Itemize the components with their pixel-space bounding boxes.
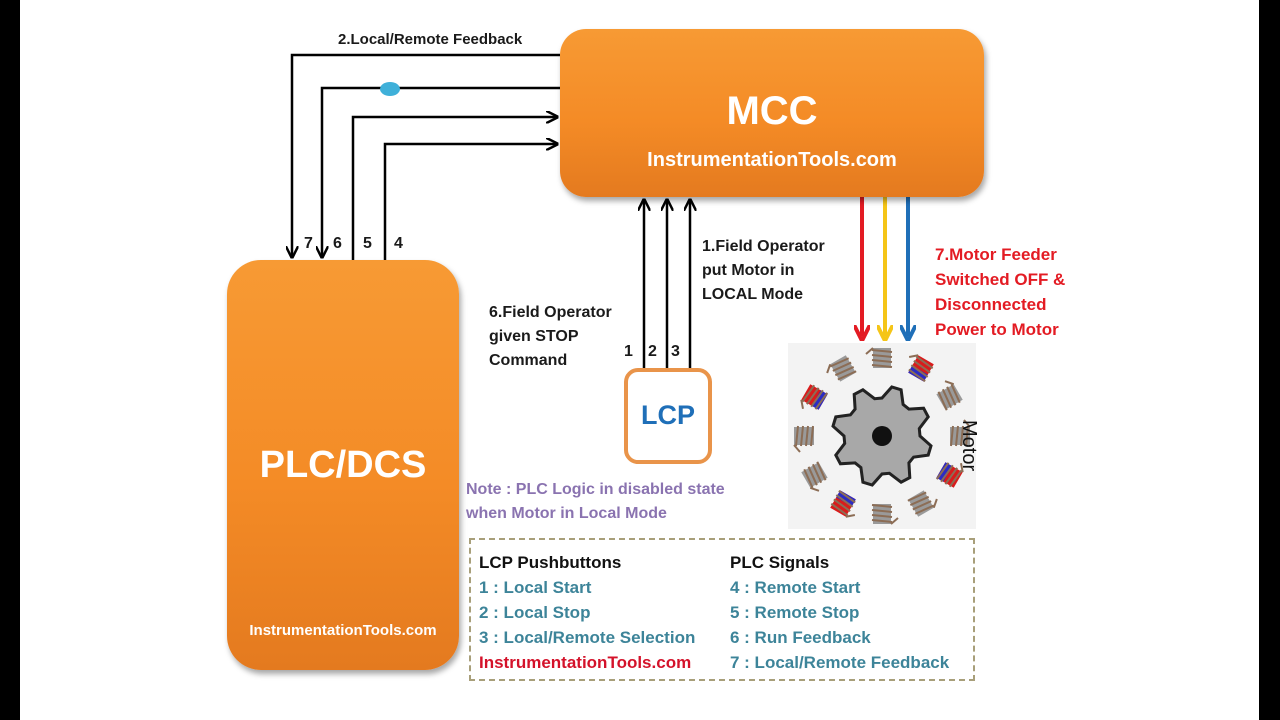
step1-line: LOCAL Mode <box>702 286 804 303</box>
legend-item: 4 : Remote Start <box>730 578 861 597</box>
stator-coil <box>793 425 814 453</box>
step6-label: 6.Field Operator given STOP Command <box>489 301 612 373</box>
stator-coil <box>800 384 829 410</box>
wire-number-7: 7 <box>304 235 313 252</box>
step7-line: Power to Motor <box>935 320 1059 339</box>
wire-number-1: 1 <box>624 343 633 360</box>
legend-item: 6 : Run Feedback <box>730 628 871 647</box>
rotor-gear <box>831 385 933 487</box>
stator-coil <box>936 380 963 411</box>
step6-line: 6.Field Operator <box>489 304 612 321</box>
stator-coil <box>950 419 971 447</box>
wire-number-2: 2 <box>648 343 657 360</box>
note-text: Note : PLC Logic in disabled state when … <box>466 478 725 526</box>
note-line: Note : PLC Logic in disabled state <box>466 481 725 498</box>
lcp-title: LCP <box>641 400 695 430</box>
mcc-block: MCC InstrumentationTools.com <box>560 29 984 197</box>
wire-number-4: 4 <box>394 235 403 252</box>
feedback-label: 2.Local/Remote Feedback <box>338 31 523 48</box>
step1-line: put Motor in <box>702 262 795 279</box>
motor-illustration <box>788 343 976 529</box>
legend-item: 5 : Remote Stop <box>730 603 860 622</box>
wire-number-5: 5 <box>363 235 372 252</box>
wire-6 <box>322 86 560 256</box>
mcc-title: MCC <box>726 89 818 133</box>
wire-7 <box>292 53 560 256</box>
legend-lcp-heading: LCP Pushbuttons <box>479 553 622 572</box>
wire-4 <box>383 144 556 260</box>
stator-coil <box>935 462 964 488</box>
step7-line: Disconnected <box>935 295 1047 314</box>
mcc-watermark: InstrumentationTools.com <box>647 149 897 171</box>
indicator-dot <box>380 82 400 96</box>
plc-dcs-title: PLC/DCS <box>259 444 427 486</box>
wire-number-3: 3 <box>671 343 680 360</box>
stator-coil <box>871 504 899 525</box>
stator-coil <box>908 354 934 383</box>
step1-label: 1.Field Operator put Motor in LOCAL Mode <box>702 235 825 307</box>
note-line: when Motor in Local Mode <box>466 505 667 522</box>
stator-coil <box>865 347 893 368</box>
wire-number-6: 6 <box>333 235 342 252</box>
diagram-canvas: MCC InstrumentationTools.com PLC/DCS Ins… <box>20 0 1259 720</box>
step1-line: 1.Field Operator <box>702 238 825 255</box>
plc-dcs-block: PLC/DCS InstrumentationTools.com <box>227 260 459 670</box>
wiring-layer <box>20 53 1259 368</box>
lcp-block: LCP <box>624 368 712 464</box>
stator-coil <box>801 461 828 492</box>
legend-plc-heading: PLC Signals <box>730 553 830 572</box>
plc-watermark: InstrumentationTools.com <box>249 622 437 639</box>
legend-watermark: InstrumentationTools.com <box>479 653 692 672</box>
wire-5 <box>351 117 556 260</box>
legend-item: 1 : Local Start <box>479 578 592 597</box>
legend-lcp-column: LCP Pushbuttons 1 : Local Start 2 : Loca… <box>479 550 695 675</box>
legend-box: LCP Pushbuttons 1 : Local Start 2 : Loca… <box>469 538 975 681</box>
motor-label: Motor <box>958 420 980 472</box>
legend-item: 3 : Local/Remote Selection <box>479 628 696 647</box>
step7-label: 7.Motor Feeder Switched OFF & Disconnect… <box>935 242 1065 342</box>
stator-coil <box>830 489 856 518</box>
step6-line: given STOP <box>489 328 579 345</box>
step7-line: 7.Motor Feeder <box>935 245 1057 264</box>
legend-item: 7 : Local/Remote Feedback <box>730 653 950 672</box>
legend-plc-column: PLC Signals 4 : Remote Start 5 : Remote … <box>730 550 949 675</box>
stator-coil <box>907 490 938 517</box>
legend-item: 2 : Local Stop <box>479 603 591 622</box>
step7-line: Switched OFF & <box>935 270 1066 289</box>
motor-icon <box>793 347 971 525</box>
stator-coil <box>826 355 857 382</box>
step6-line: Command <box>489 352 568 369</box>
